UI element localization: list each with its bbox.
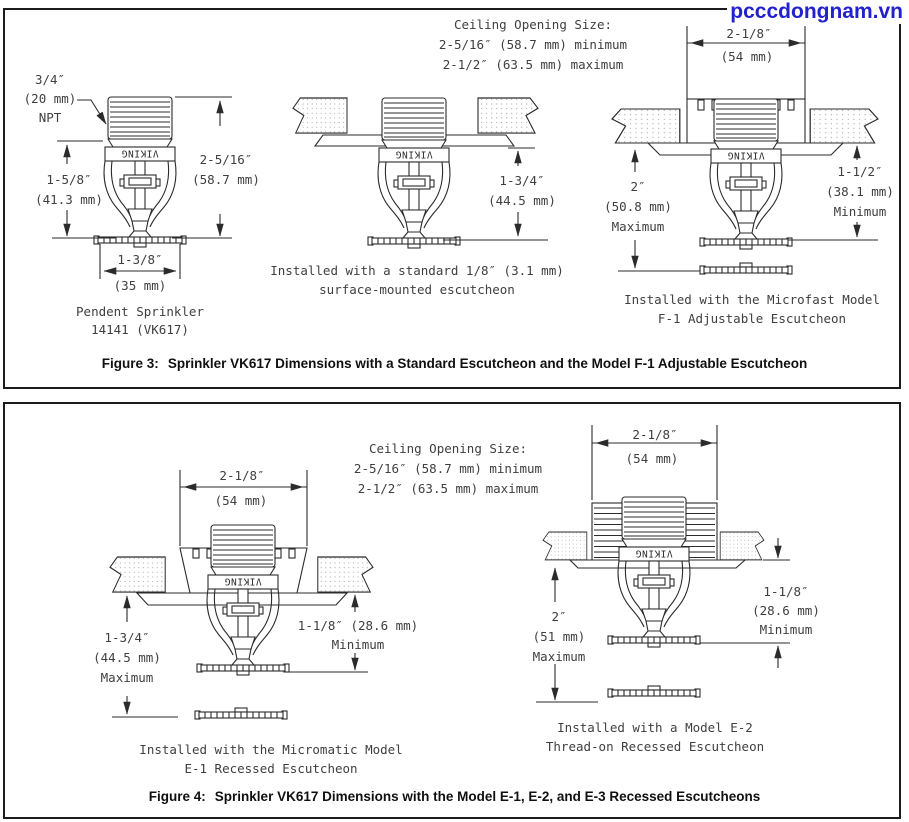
dim-e1-width-metric: (54 mm) <box>214 493 268 508</box>
surface-escutcheon-caption: Installed with a standard 1/8″ (3.1 mm)s… <box>270 263 564 297</box>
fig4-ceiling-opening-note: Ceiling Opening Size:2-5/16″ (58.7 mm) m… <box>353 441 543 496</box>
figure4-caption-label: Figure 4: <box>148 789 206 804</box>
figure4-caption: Figure 4: Sprinkler VK617 Dimensions with… <box>0 789 909 804</box>
dim-surface-drop: 1-3/4″(44.5 mm) <box>488 173 556 208</box>
dim-e2-max: 2″(51 mm)Maximum <box>532 609 586 664</box>
dim-e2-width-metric: (54 mm) <box>625 451 679 466</box>
fig3-ceiling-opening-note: Ceiling Opening Size:2-5/16″ (58.7 mm) m… <box>438 17 628 72</box>
dim-f1-width-metric: (54 mm) <box>720 49 774 64</box>
dim-e2-min: 1-1/8″(28.6 mm)Minimum <box>752 584 820 637</box>
figure3-caption: Figure 3: Sprinkler VK617 Dimensions with… <box>0 356 909 371</box>
dim-f1-min: 1-1/2″(38.1 mm)Minimum <box>826 164 894 219</box>
dim-e1-max: 1-3/4″(44.5 mm)Maximum <box>93 630 161 685</box>
watermark: pcccdongnam.vn <box>727 0 906 24</box>
dim-body-height: 1-5/8″(41.3 mm) <box>35 172 103 207</box>
dim-overall-height: 2-5/16″(58.7 mm) <box>192 152 260 187</box>
dim-f1-width-value: 2-1/8″ <box>726 26 772 41</box>
figure4-caption-text: Sprinkler VK617 Dimensions with the Mode… <box>214 789 761 804</box>
dim-f1-max: 2″(50.8 mm)Maximum <box>604 179 672 234</box>
dim-e1-width-value: 2-1/8″ <box>219 468 265 483</box>
figure3-caption-label: Figure 3: <box>101 356 159 371</box>
figure3-caption-text: Sprinkler VK617 Dimensions with a Standa… <box>167 356 808 371</box>
npt-thread-label: 3/4″(20 mm)NPT <box>23 72 77 125</box>
dim-e1-min: 1-1/8″ (28.6 mm)Minimum <box>297 618 419 652</box>
dim-deflector-width-metric: (35 mm) <box>113 278 167 293</box>
dim-deflector-width-value: 1-3/8″ <box>117 252 163 267</box>
dim-e2-width-value: 2-1/8″ <box>632 427 678 442</box>
